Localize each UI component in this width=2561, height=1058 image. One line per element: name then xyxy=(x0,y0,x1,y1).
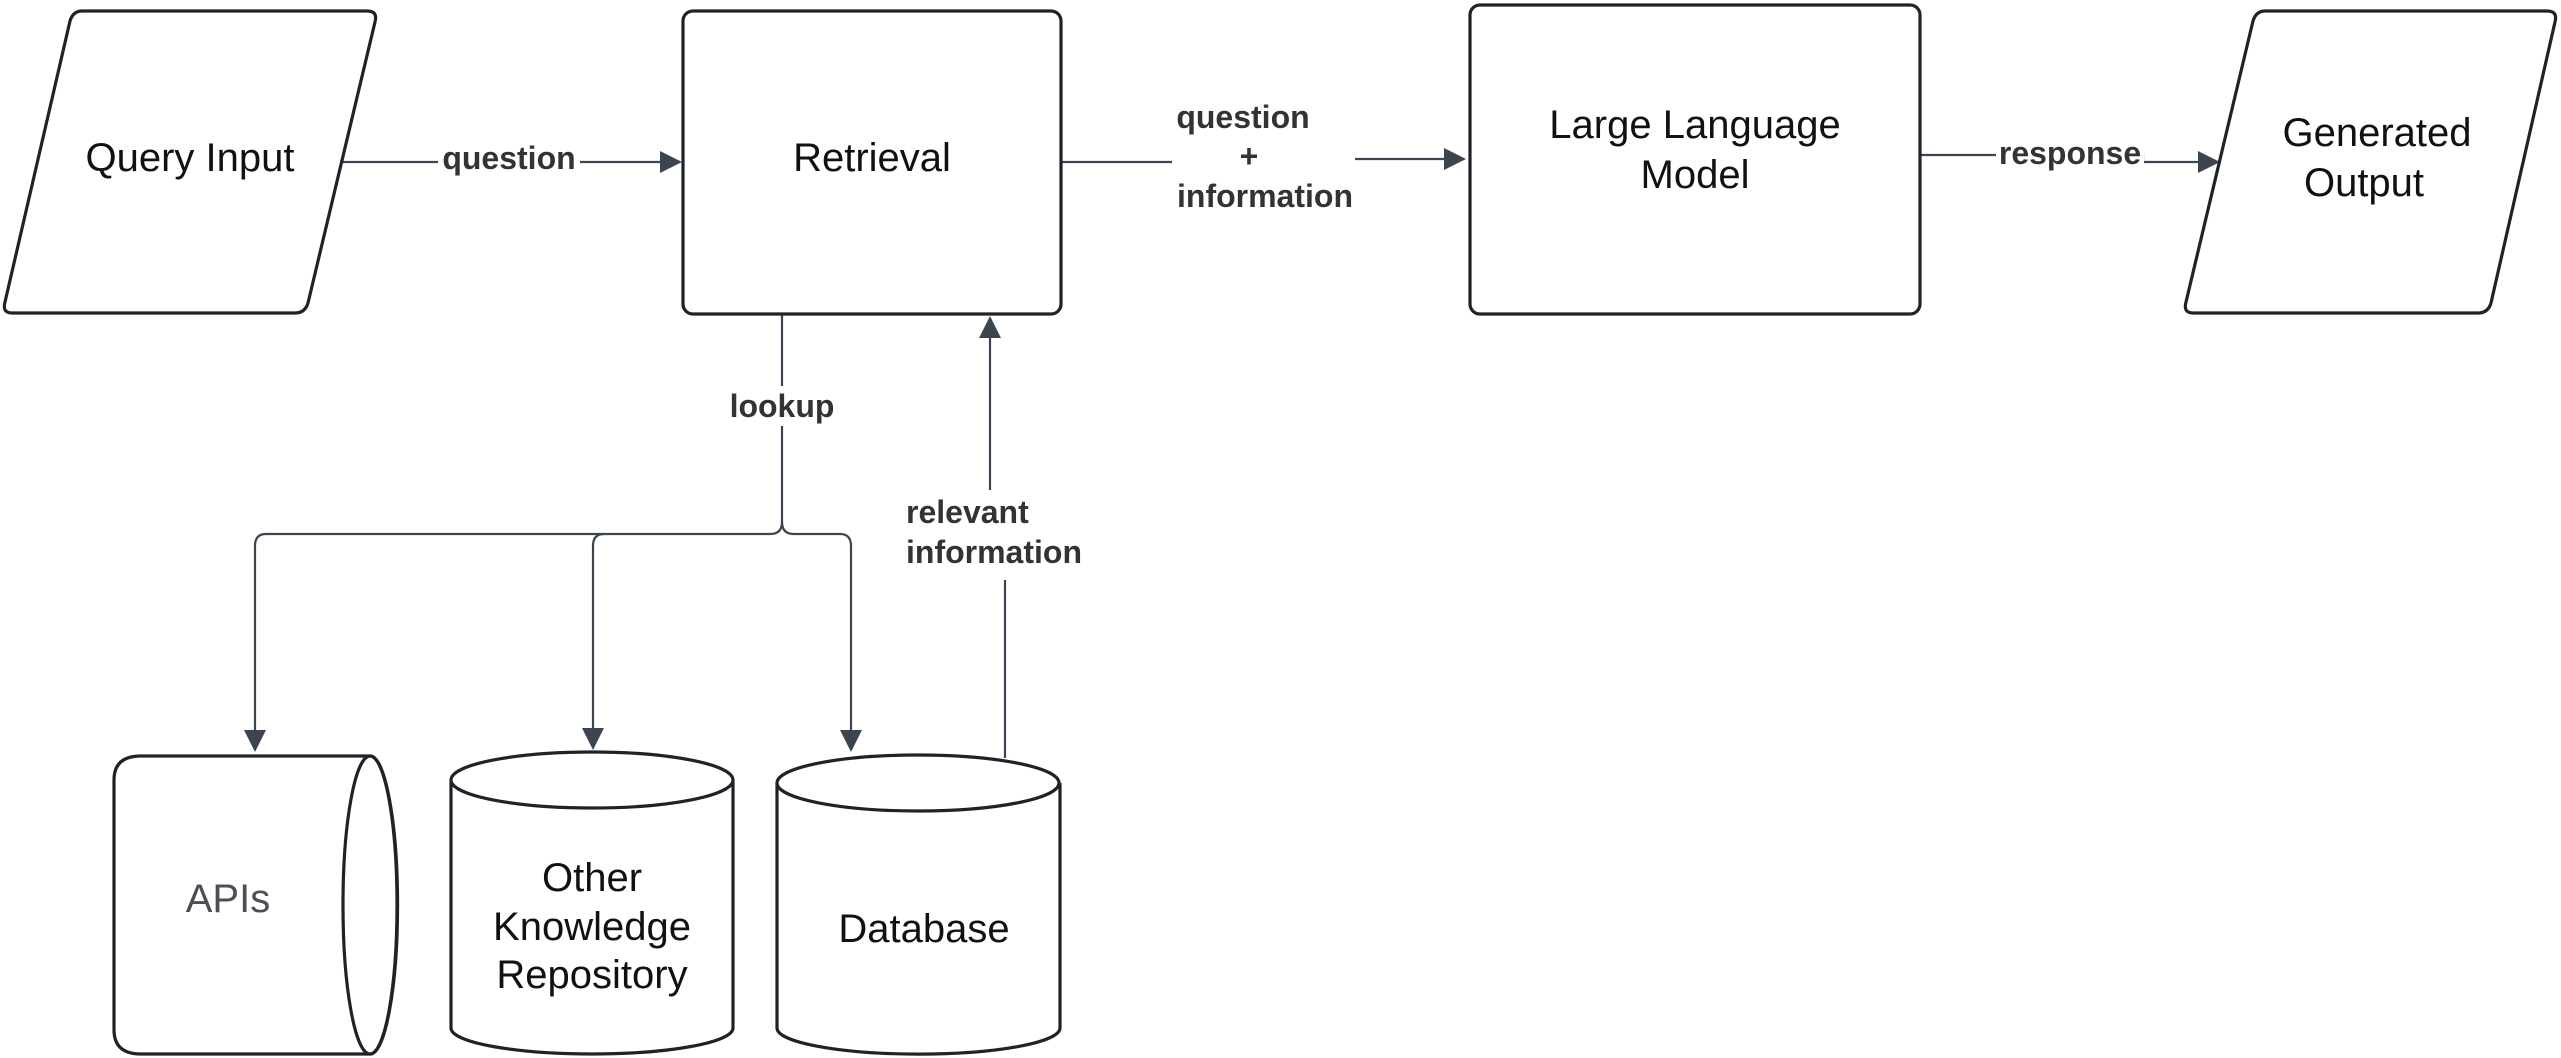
node-label-other-line2: Knowledge xyxy=(493,905,691,949)
node-label-database: Database xyxy=(838,907,1009,951)
edge-label-relevant: relevant xyxy=(906,494,1029,530)
edge-label-plus: + xyxy=(1240,138,1259,174)
node-label-generated-line1: Generated xyxy=(2282,111,2471,155)
node-label-query-input: Query Input xyxy=(85,136,294,180)
node-other-knowledge-repository: Other Knowledge Repository xyxy=(449,750,735,1056)
node-label-apis: APIs xyxy=(186,877,270,921)
edge-label-question-top: question xyxy=(1176,99,1309,135)
edge-question-information: question + information xyxy=(1062,99,1466,214)
edge-response: response xyxy=(1921,134,2220,176)
node-retrieval: Retrieval xyxy=(681,9,1063,316)
edge-label-information: information xyxy=(1177,178,1353,214)
edge-relevant-information: relevant information xyxy=(906,316,1082,758)
node-apis: APIs xyxy=(112,754,400,1056)
edge-label-lookup: lookup xyxy=(730,388,835,424)
node-label-other-line1: Other xyxy=(542,856,642,900)
node-generated-output: Generated Output xyxy=(2183,9,2558,315)
node-label-llm-line2: Model xyxy=(1641,153,1750,197)
edge-label-question: question xyxy=(442,140,575,176)
node-label-other-line3: Repository xyxy=(496,953,687,997)
node-label-generated-line2: Output xyxy=(2304,161,2424,205)
node-label-llm-line1: Large Language xyxy=(1549,103,1840,147)
edge-lookup: lookup xyxy=(244,314,862,752)
node-database: Database xyxy=(775,753,1062,1056)
edge-label-response: response xyxy=(1999,135,2141,171)
node-label-retrieval: Retrieval xyxy=(793,136,951,180)
node-query-input: Query Input xyxy=(2,9,378,315)
edge-label-relevant-information: information xyxy=(906,534,1082,570)
node-llm: Large Language Model xyxy=(1468,3,1922,316)
edge-question: question xyxy=(338,140,682,182)
